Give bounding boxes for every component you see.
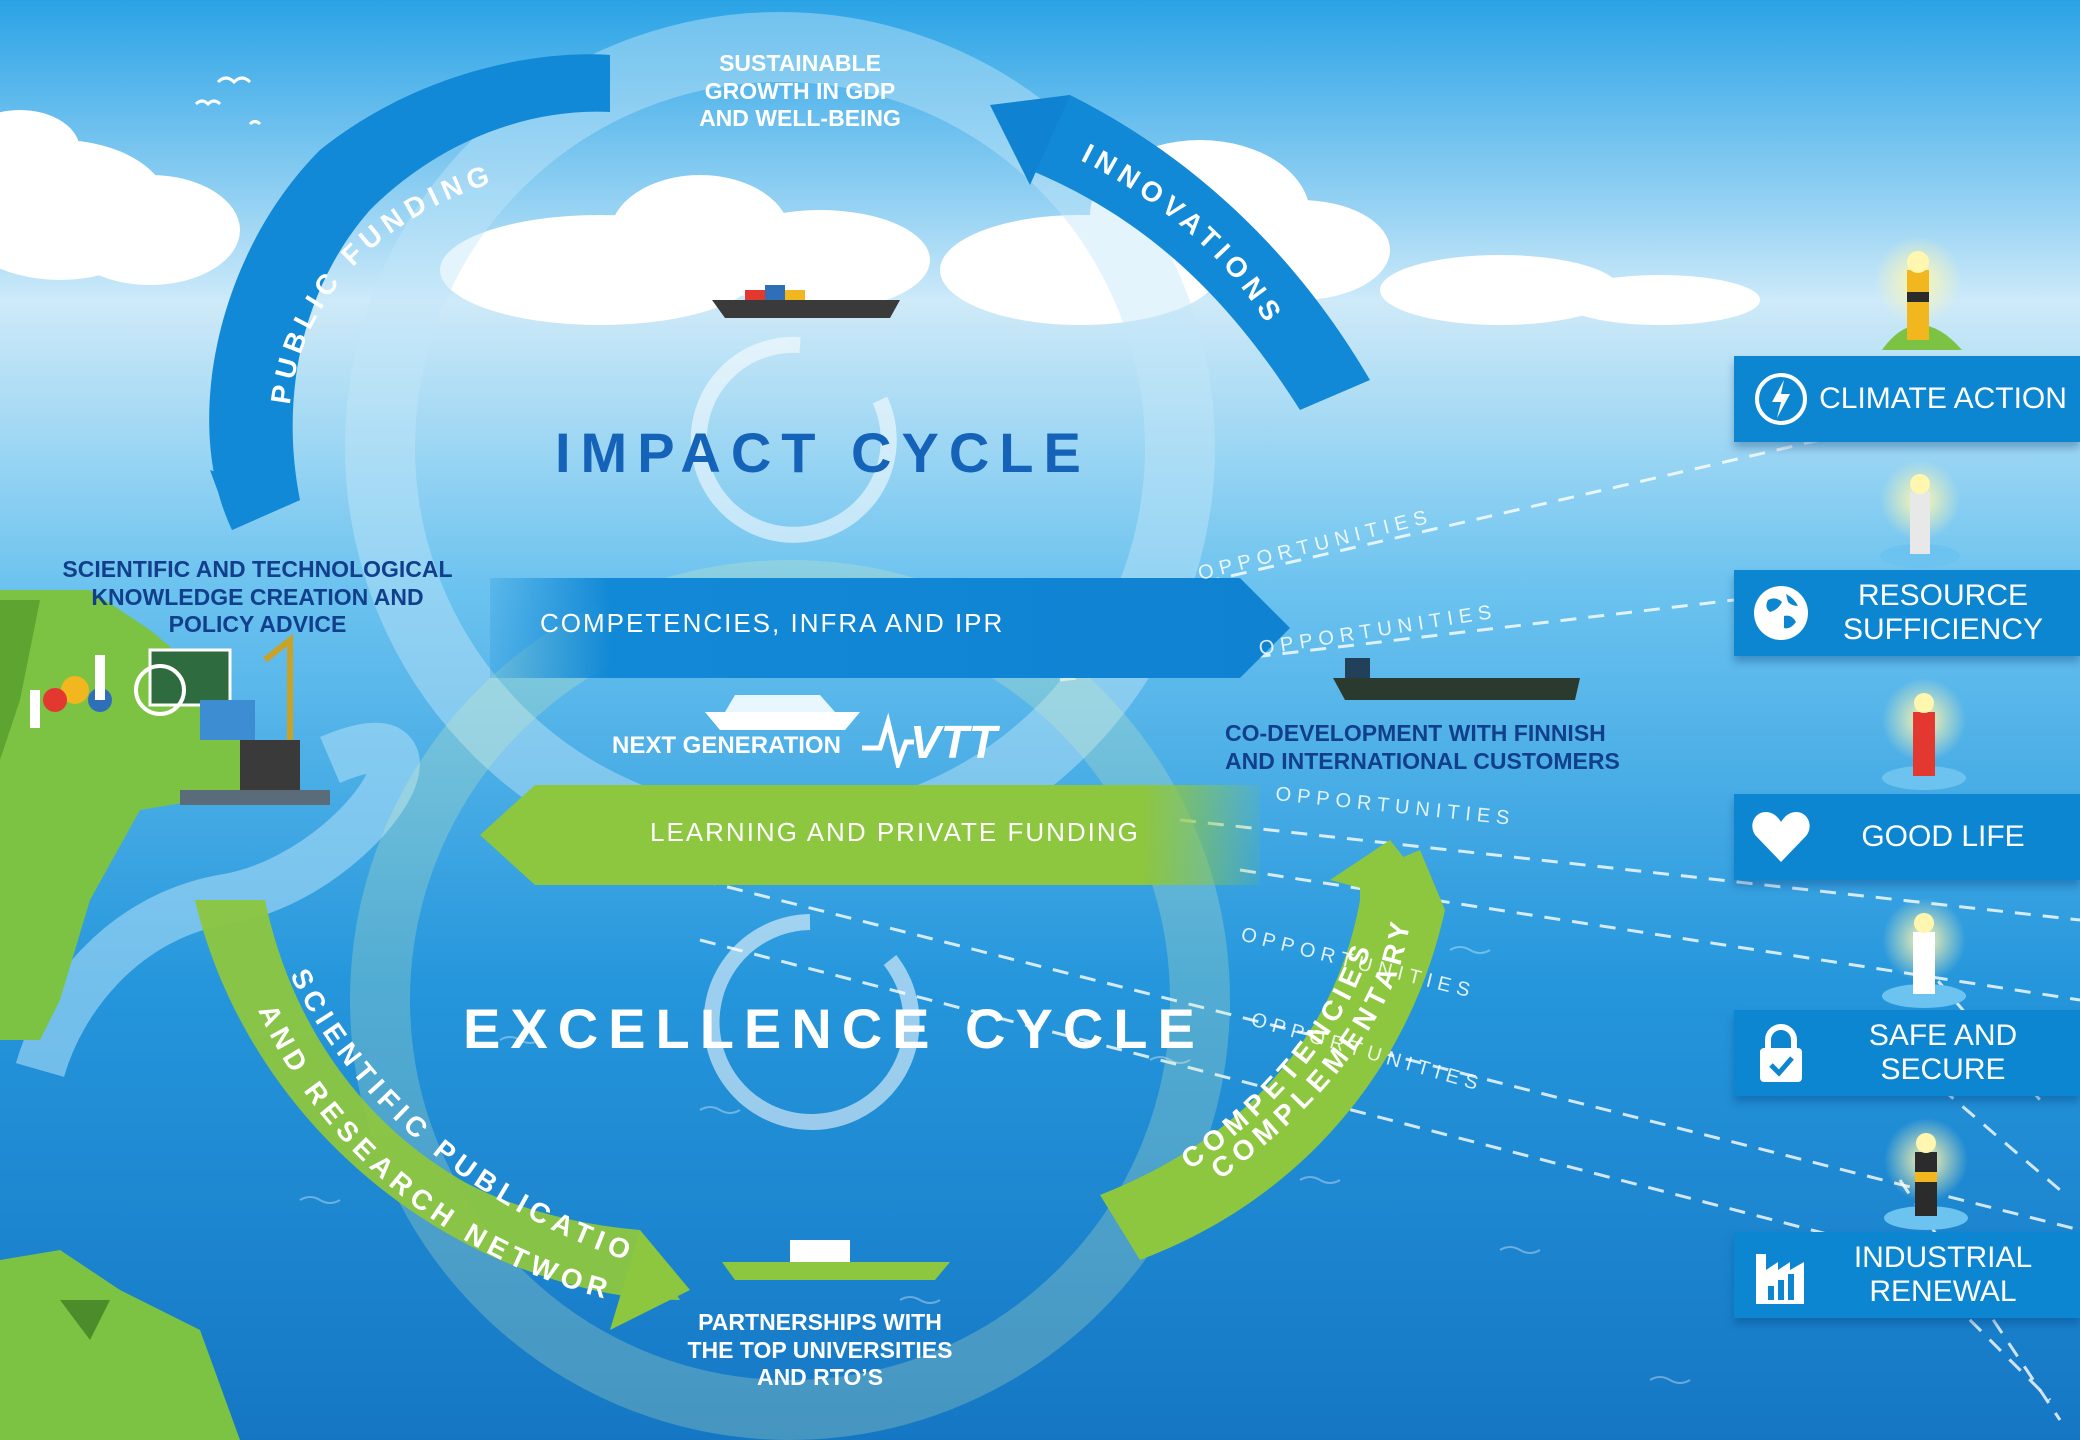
learning-arrow: [480, 785, 1260, 885]
knowledge-line: KNOWLEDGE CREATION AND: [91, 583, 424, 610]
innovations-arc: [1000, 95, 1370, 410]
goal-good-life: GOOD LIFE: [1734, 794, 2080, 880]
competencies-arrow: [490, 578, 1290, 678]
goal-industrial-renewal: INDUSTRIAL RENEWAL: [1734, 1232, 2080, 1318]
top-outcome-line: AND WELL-BEING: [699, 105, 901, 132]
excellence-cycle-title: EXCELLENCE CYCLE: [463, 997, 1205, 1060]
learning-private-funding-label: LEARNING AND PRIVATE FUNDING: [650, 817, 1140, 847]
top-outcome-line: GROWTH IN GDP: [704, 77, 896, 104]
lighthouses: [1874, 236, 1968, 1230]
lightning-icon: [1755, 373, 1807, 425]
partnerships-line: AND RTO’S: [756, 1364, 884, 1391]
lock-icon: [1760, 1024, 1802, 1082]
goal-safe-and-secure: SAFE AND SECURE: [1734, 1010, 2080, 1096]
goal-label: RESOURCE SUFFICIENCY: [1842, 578, 2043, 647]
codevelopment-line: AND INTERNATIONAL CUSTOMERS: [1225, 747, 1620, 774]
complementary-arc: [1100, 850, 1445, 1260]
goal-climate-action: CLIMATE ACTION: [1734, 356, 2080, 442]
knowledge-line: POLICY ADVICE: [168, 611, 347, 638]
codevelopment-line: CO-DEVELOPMENT WITH FINNISH: [1225, 720, 1606, 746]
island-path: [15, 722, 420, 1078]
heart-icon: [1752, 812, 1810, 862]
partnerships-line: PARTNERSHIPS WITH: [698, 1309, 942, 1335]
container-ship: [712, 272, 900, 318]
lab-scene: [30, 633, 300, 790]
competencies-infra-ipr-label: COMPETENCIES, INFRA AND IPR: [540, 608, 1005, 638]
goal-label: GOOD LIFE: [1861, 819, 2025, 853]
globe-icon: [1754, 586, 1808, 640]
goal-resource-sufficiency: RESOURCE SUFFICIENCY: [1734, 570, 2080, 656]
impact-cycle-emblem: [690, 336, 897, 543]
codevelopment-label: CO-DEVELOPMENT WITH FINNISH AND INTERNAT…: [1225, 720, 1655, 775]
goal-label: INDUSTRIAL RENEWAL: [1853, 1240, 2033, 1309]
yacht: [705, 695, 860, 730]
excellence-cycle-emblem: [703, 914, 920, 1130]
cargo-ship: [1333, 658, 1580, 700]
research-vessel: [722, 1240, 950, 1280]
partnerships-line: THE TOP UNIVERSITIES: [687, 1336, 953, 1363]
next-generation-label: NEXT GENERATION: [612, 732, 841, 759]
top-outcome-line: SUSTAINABLE: [719, 50, 881, 76]
top-outcome-label: SUSTAINABLE GROWTH IN GDP AND WELL-BEING: [660, 50, 940, 133]
birds: [194, 76, 262, 126]
public-funding-arc: [209, 54, 611, 531]
vtt-logo-text: VTT: [910, 716, 1000, 768]
vtt-logo: VTT: [860, 708, 1001, 773]
goal-label: SAFE AND SECURE: [1868, 1018, 2018, 1087]
knowledge-creation-label: SCIENTIFIC AND TECHNOLOGICAL KNOWLEDGE C…: [30, 556, 485, 639]
impact-cycle-title: IMPACT CYCLE: [555, 421, 1091, 484]
factory-chart-icon: [1756, 1254, 1804, 1304]
partnerships-label: PARTNERSHIPS WITH THE TOP UNIVERSITIES A…: [665, 1309, 975, 1392]
goal-label: CLIMATE ACTION: [1819, 381, 2067, 415]
knowledge-line: SCIENTIFIC AND TECHNOLOGICAL: [62, 556, 453, 582]
